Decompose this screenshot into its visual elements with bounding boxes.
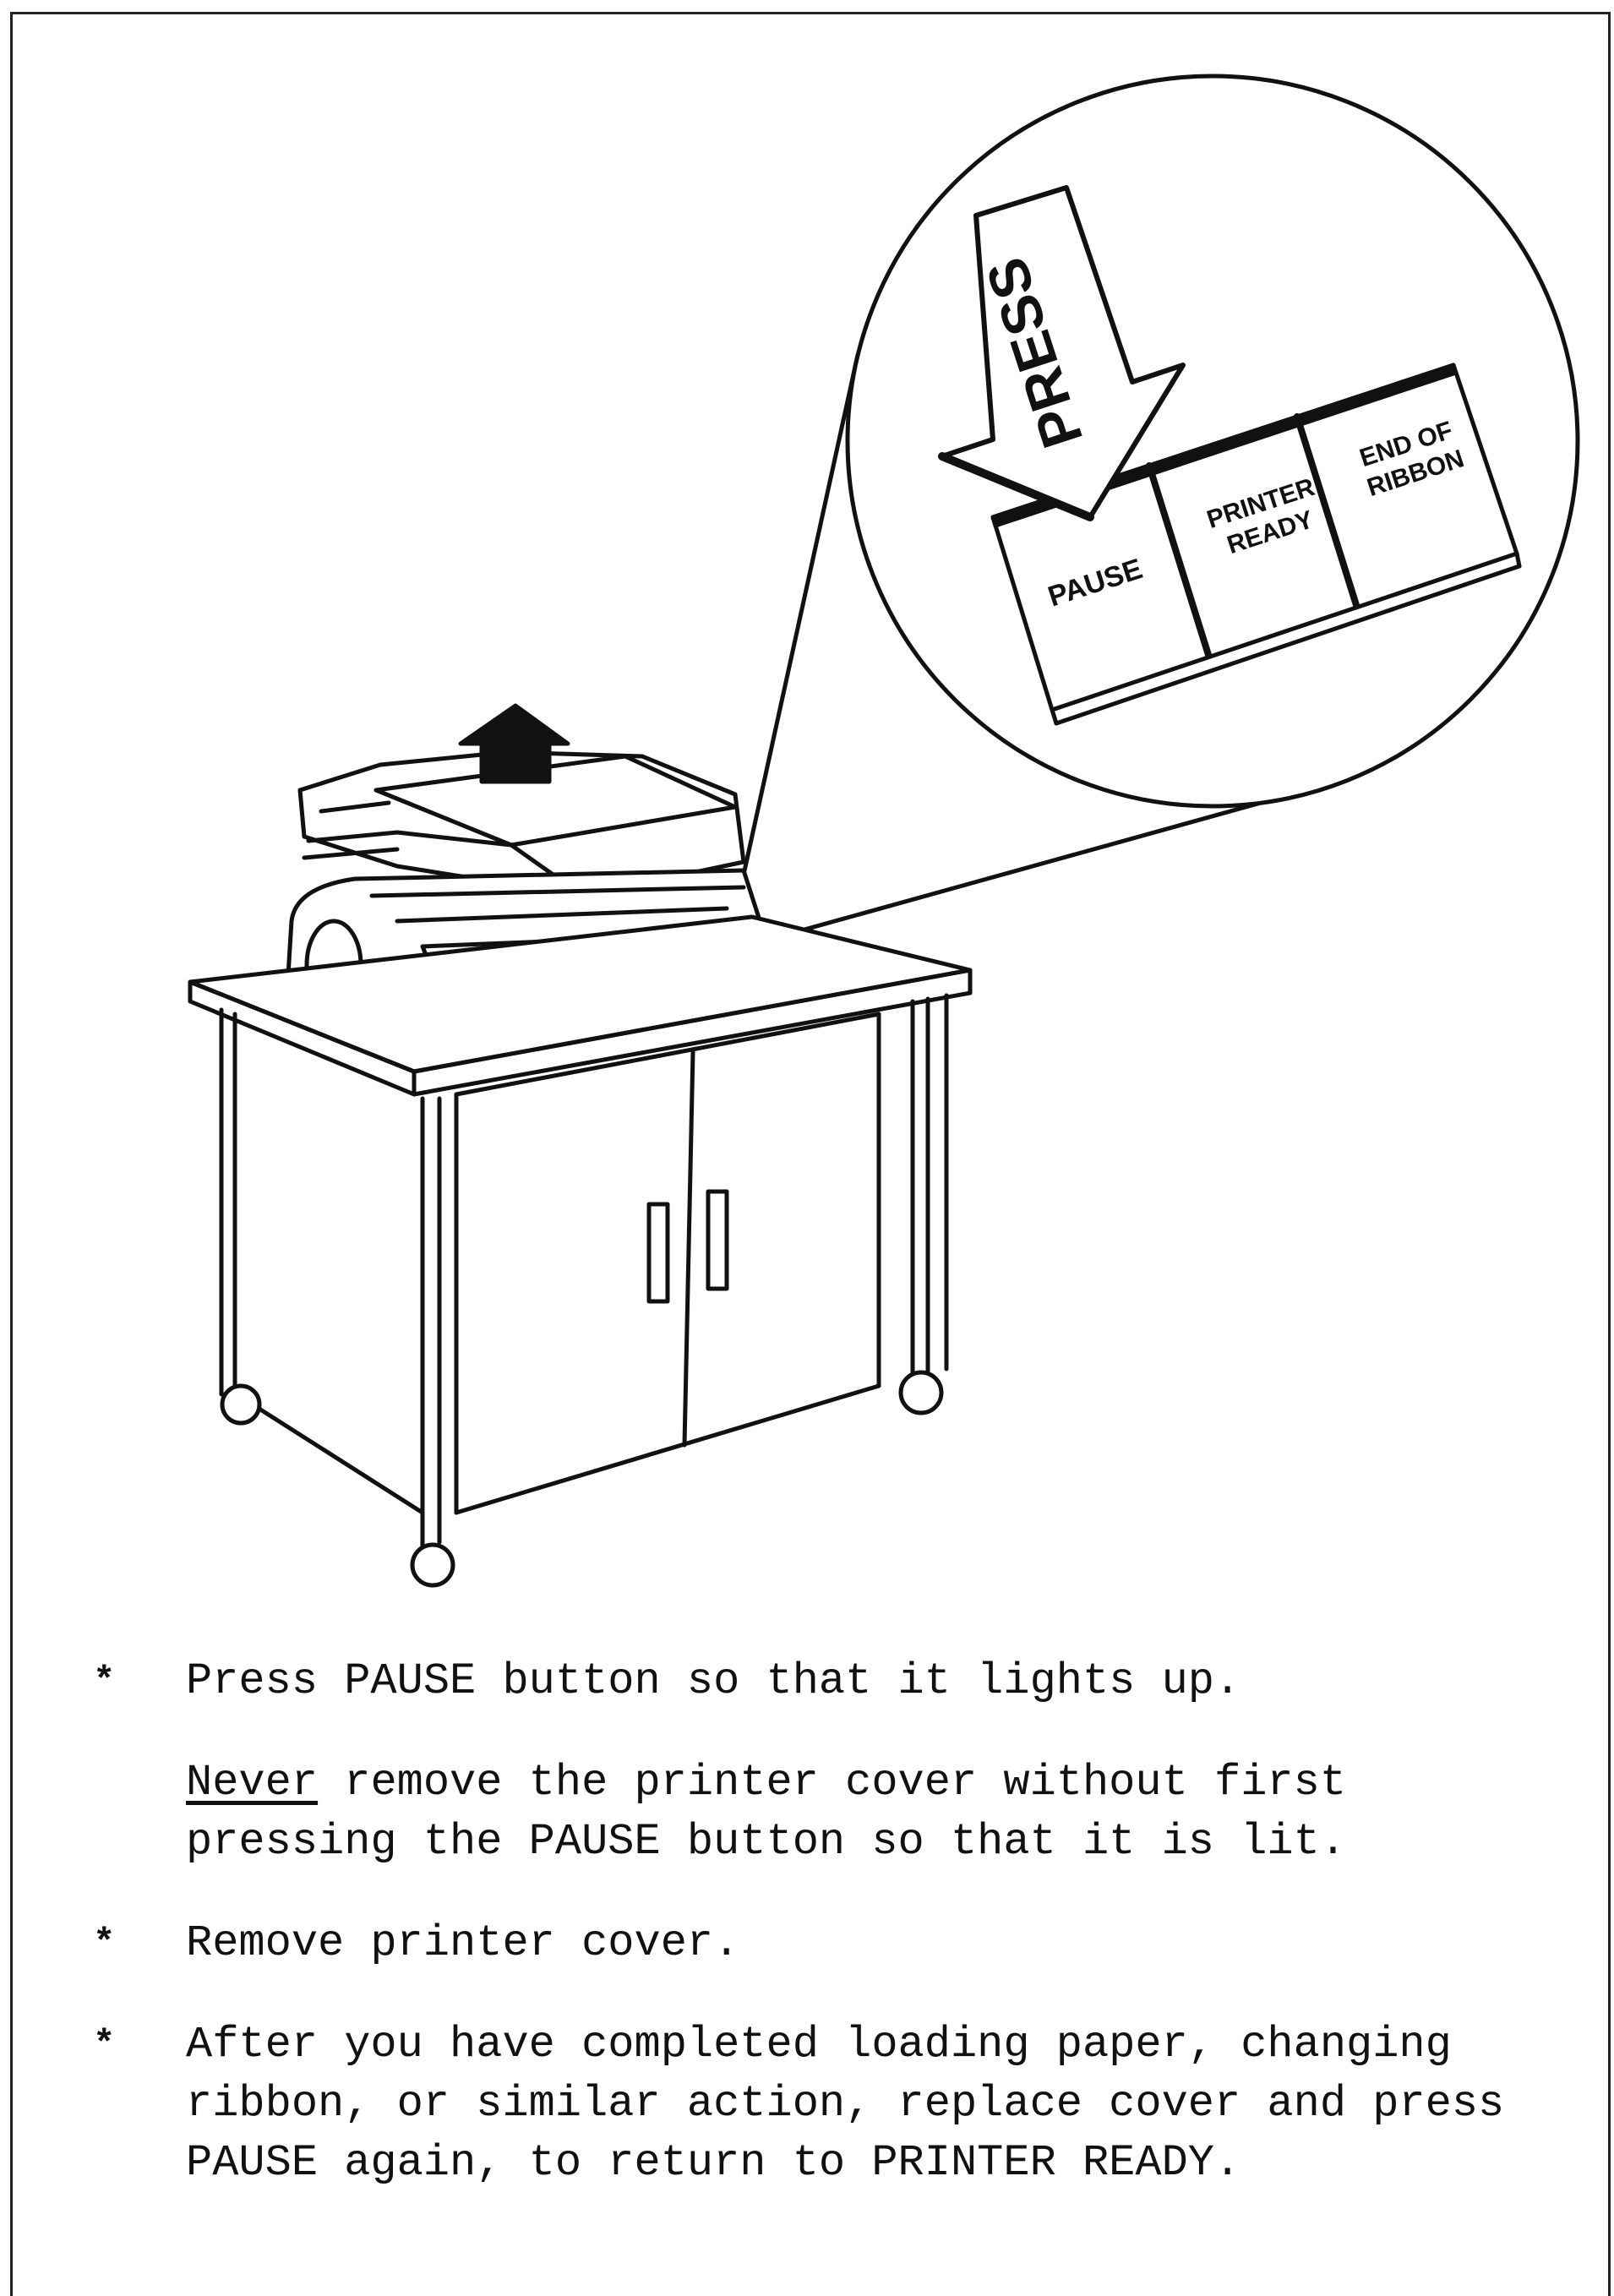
step-text: Press PAUSE button so that it lights up. — [186, 1656, 1240, 1706]
instructions-list: * Press PAUSE button so that it lights u… — [93, 1652, 1546, 2193]
bullet-icon: * — [93, 1914, 115, 1973]
printer-cart — [190, 917, 970, 1585]
step-text: Remove printer cover. — [186, 1918, 739, 1968]
bullet-icon: * — [93, 2015, 115, 2075]
step-text: After you have completed loading paper, … — [186, 2020, 1504, 2188]
leader-line-top — [744, 355, 858, 875]
step-replace-cover: * After you have completed loading paper… — [93, 2015, 1546, 2193]
step-remove-cover: * Remove printer cover. — [93, 1914, 1546, 1973]
note-text: remove the printer cover without first p… — [186, 1758, 1346, 1867]
note-emphasis: Never — [186, 1758, 318, 1808]
step-press-pause: * Press PAUSE button so that it lights u… — [93, 1652, 1546, 1711]
warning-note: Never remove the printer cover without f… — [93, 1753, 1546, 1872]
printer-illustration: PRESS PAUSE PRINTERREADY END OFRIBBON — [0, 0, 1614, 1606]
leader-line-bottom — [744, 799, 1276, 946]
bullet-icon: * — [93, 1652, 115, 1711]
